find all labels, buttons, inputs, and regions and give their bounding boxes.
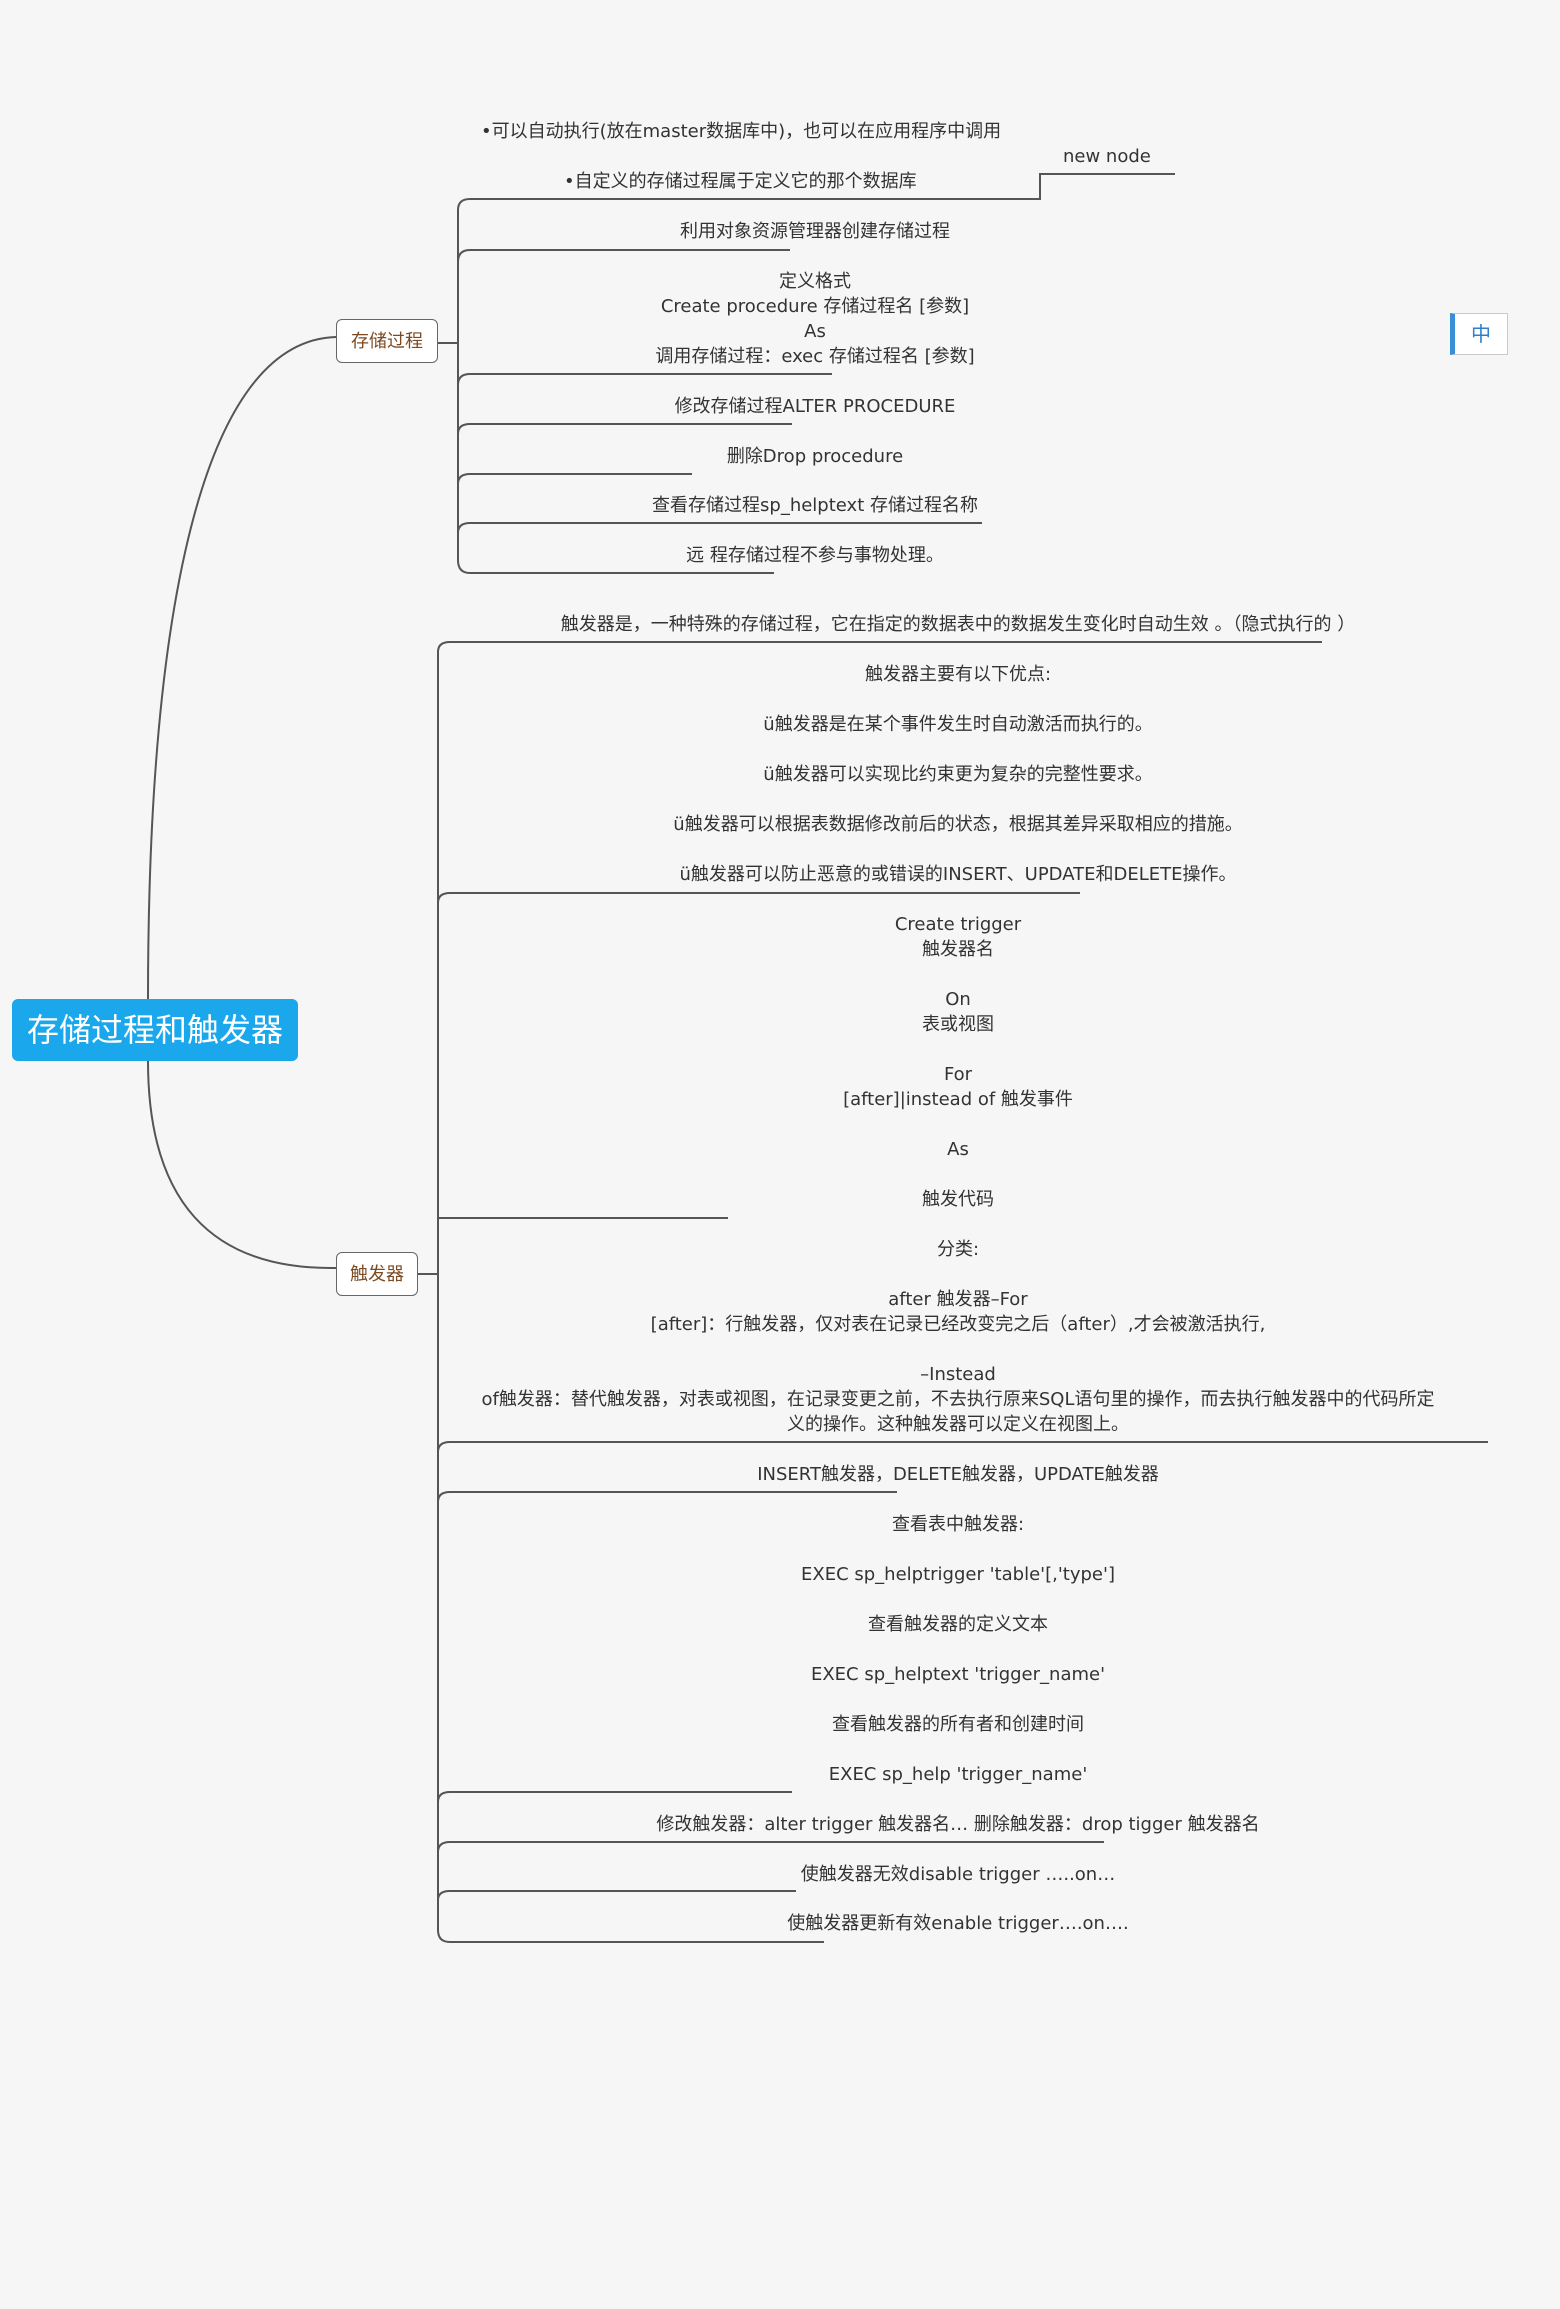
proc-node-remote[interactable]: 远 程存储过程不参与事物处理。 bbox=[515, 543, 1115, 568]
node-line bbox=[458, 1337, 1458, 1362]
node-line: For bbox=[943, 1064, 973, 1085]
trig-node-definition[interactable]: 触发器是，一种特殊的存储过程，它在指定的数据表中的数据发生变化时自动生效 。（隐… bbox=[458, 612, 1458, 637]
node-line: 触发器主要有以下优点: bbox=[864, 664, 1052, 685]
node-line: ü触发器可以实现比约束更为复杂的完整性要求。 bbox=[763, 764, 1153, 785]
node-line bbox=[458, 1687, 1458, 1712]
branch-triggers[interactable]: 触发器 bbox=[336, 1252, 418, 1296]
node-line bbox=[458, 1162, 1458, 1187]
node-line: 利用对象资源管理器创建存储过程 bbox=[680, 221, 950, 242]
trig-node-types[interactable]: INSERT触发器，DELETE触发器，UPDATE触发器 bbox=[458, 1462, 1458, 1487]
trig-node-enable[interactable]: 使触发器更新有效enable trigger….on…. bbox=[458, 1911, 1458, 1936]
node-line: 使触发器更新有效enable trigger….on…. bbox=[787, 1913, 1129, 1934]
node-line: EXEC sp_helptext 'trigger_name' bbox=[810, 1664, 1106, 1685]
node-line: 查看触发器的所有者和创建时间 bbox=[832, 1714, 1084, 1735]
node-line: [after]|instead of 触发事件 bbox=[843, 1089, 1073, 1110]
node-line bbox=[458, 1262, 1458, 1287]
node-line: after 触发器–For bbox=[888, 1289, 1028, 1310]
connector-root-triggers bbox=[147, 1060, 337, 1270]
node-line: Create procedure 存储过程名 [参数] bbox=[660, 296, 970, 317]
node-line bbox=[458, 687, 1458, 712]
trig-node-disable[interactable]: 使触发器无效disable trigger …..on… bbox=[458, 1862, 1458, 1887]
node-line: Create trigger bbox=[894, 914, 1022, 935]
node-line bbox=[458, 1637, 1458, 1662]
connector-triggers-spine bbox=[418, 652, 439, 1930]
node-line bbox=[458, 1537, 1458, 1562]
proc-node-create-via-explorer[interactable]: 利用对象资源管理器创建存储过程 bbox=[515, 219, 1115, 244]
node-line: EXEC sp_helptrigger 'table'[,'type'] bbox=[801, 1564, 1115, 1585]
branch-procedures[interactable]: 存储过程 bbox=[336, 319, 438, 363]
node-line: [after]：行触发器，仅对表在记录已经改变完之后（after）,才会被激活执… bbox=[650, 1314, 1266, 1335]
node-line: 修改存储过程ALTER PROCEDURE bbox=[674, 396, 956, 417]
proc-node-helptext[interactable]: 查看存储过程sp_helptext 存储过程名称 bbox=[515, 493, 1115, 518]
node-line: 表或视图 bbox=[922, 1014, 994, 1035]
proc-node-drop[interactable]: 删除Drop procedure bbox=[515, 444, 1115, 469]
trig-node-view[interactable]: 查看表中触发器: EXEC sp_helptrigger 'table'[,'t… bbox=[458, 1512, 1458, 1787]
node-line: ü触发器可以防止恶意的或错误的INSERT、UPDATE和DELETE操作。 bbox=[679, 864, 1237, 885]
node-line bbox=[458, 962, 1458, 987]
input-method-indicator[interactable]: 中 bbox=[1450, 313, 1508, 355]
connector-root-procedures bbox=[147, 336, 337, 1000]
node-line: EXEC sp_help 'trigger_name' bbox=[828, 1764, 1088, 1785]
node-line bbox=[458, 1037, 1458, 1062]
note-auto-execute[interactable]: •可以自动执行(放在master数据库中)，也可以在应用程序中调用 bbox=[481, 121, 1002, 142]
trig-node-advantages[interactable]: 触发器主要有以下优点: ü触发器是在某个事件发生时自动激活而执行的。 ü触发器可… bbox=[458, 662, 1458, 887]
node-line: 义的操作。这种触发器可以定义在视图上。 bbox=[787, 1414, 1129, 1435]
node-line: ü触发器是在某个事件发生时自动激活而执行的。 bbox=[763, 714, 1153, 735]
node-line: 触发代码 bbox=[922, 1189, 994, 1210]
note-owned-by-db[interactable]: •自定义的存储过程属于定义它的那个数据库 bbox=[564, 171, 917, 192]
node-line bbox=[458, 1112, 1458, 1137]
connector-procedures-spine bbox=[438, 210, 459, 560]
node-line: 查看触发器的定义文本 bbox=[868, 1614, 1048, 1635]
node-line: ü触发器可以根据表数据修改前后的状态，根据其差异采取相应的措施。 bbox=[673, 814, 1243, 835]
proc-node-alter[interactable]: 修改存储过程ALTER PROCEDURE bbox=[515, 394, 1115, 419]
root-topic[interactable]: 存储过程和触发器 bbox=[12, 999, 298, 1061]
node-line: of触发器：替代触发器，对表或视图，在记录变更之前，不去执行原来SQL语句里的操… bbox=[481, 1389, 1435, 1410]
node-line: As bbox=[947, 1139, 969, 1160]
node-line: 分类: bbox=[936, 1239, 980, 1260]
trig-node-categories[interactable]: 分类: after 触发器–For [after]：行触发器，仅对表在记录已经改… bbox=[458, 1237, 1458, 1437]
proc-node-define-format[interactable]: 定义格式 Create procedure 存储过程名 [参数] As 调用存储… bbox=[515, 269, 1115, 369]
new-node[interactable]: new node bbox=[1063, 146, 1151, 167]
node-line: 调用存储过程：exec 存储过程名 [参数] bbox=[655, 346, 975, 367]
node-line: INSERT触发器，DELETE触发器，UPDATE触发器 bbox=[757, 1464, 1159, 1485]
node-line: –Instead bbox=[920, 1364, 996, 1385]
node-line: 修改触发器：alter trigger 触发器名… 删除触发器：drop tig… bbox=[656, 1814, 1260, 1835]
node-line: 远 程存储过程不参与事物处理。 bbox=[686, 545, 944, 566]
node-line bbox=[458, 737, 1458, 762]
node-line: As bbox=[804, 321, 826, 342]
node-line: On bbox=[945, 989, 971, 1010]
node-line bbox=[458, 837, 1458, 862]
trig-node-alter-drop[interactable]: 修改触发器：alter trigger 触发器名… 删除触发器：drop tig… bbox=[458, 1812, 1458, 1837]
node-line: 查看表中触发器: bbox=[891, 1514, 1025, 1535]
node-line bbox=[458, 787, 1458, 812]
node-line: 使触发器无效disable trigger …..on… bbox=[800, 1864, 1116, 1885]
node-line: 触发器是，一种特殊的存储过程，它在指定的数据表中的数据发生变化时自动生效 。（隐… bbox=[560, 614, 1356, 635]
node-line bbox=[458, 1737, 1458, 1762]
node-line bbox=[458, 1587, 1458, 1612]
node-line: 查看存储过程sp_helptext 存储过程名称 bbox=[652, 495, 978, 516]
trig-node-create-syntax[interactable]: Create trigger 触发器名 On 表或视图 For [after]|… bbox=[458, 912, 1458, 1212]
node-line: 定义格式 bbox=[779, 271, 851, 292]
node-line: 触发器名 bbox=[922, 939, 994, 960]
node-line: 删除Drop procedure bbox=[726, 446, 904, 467]
